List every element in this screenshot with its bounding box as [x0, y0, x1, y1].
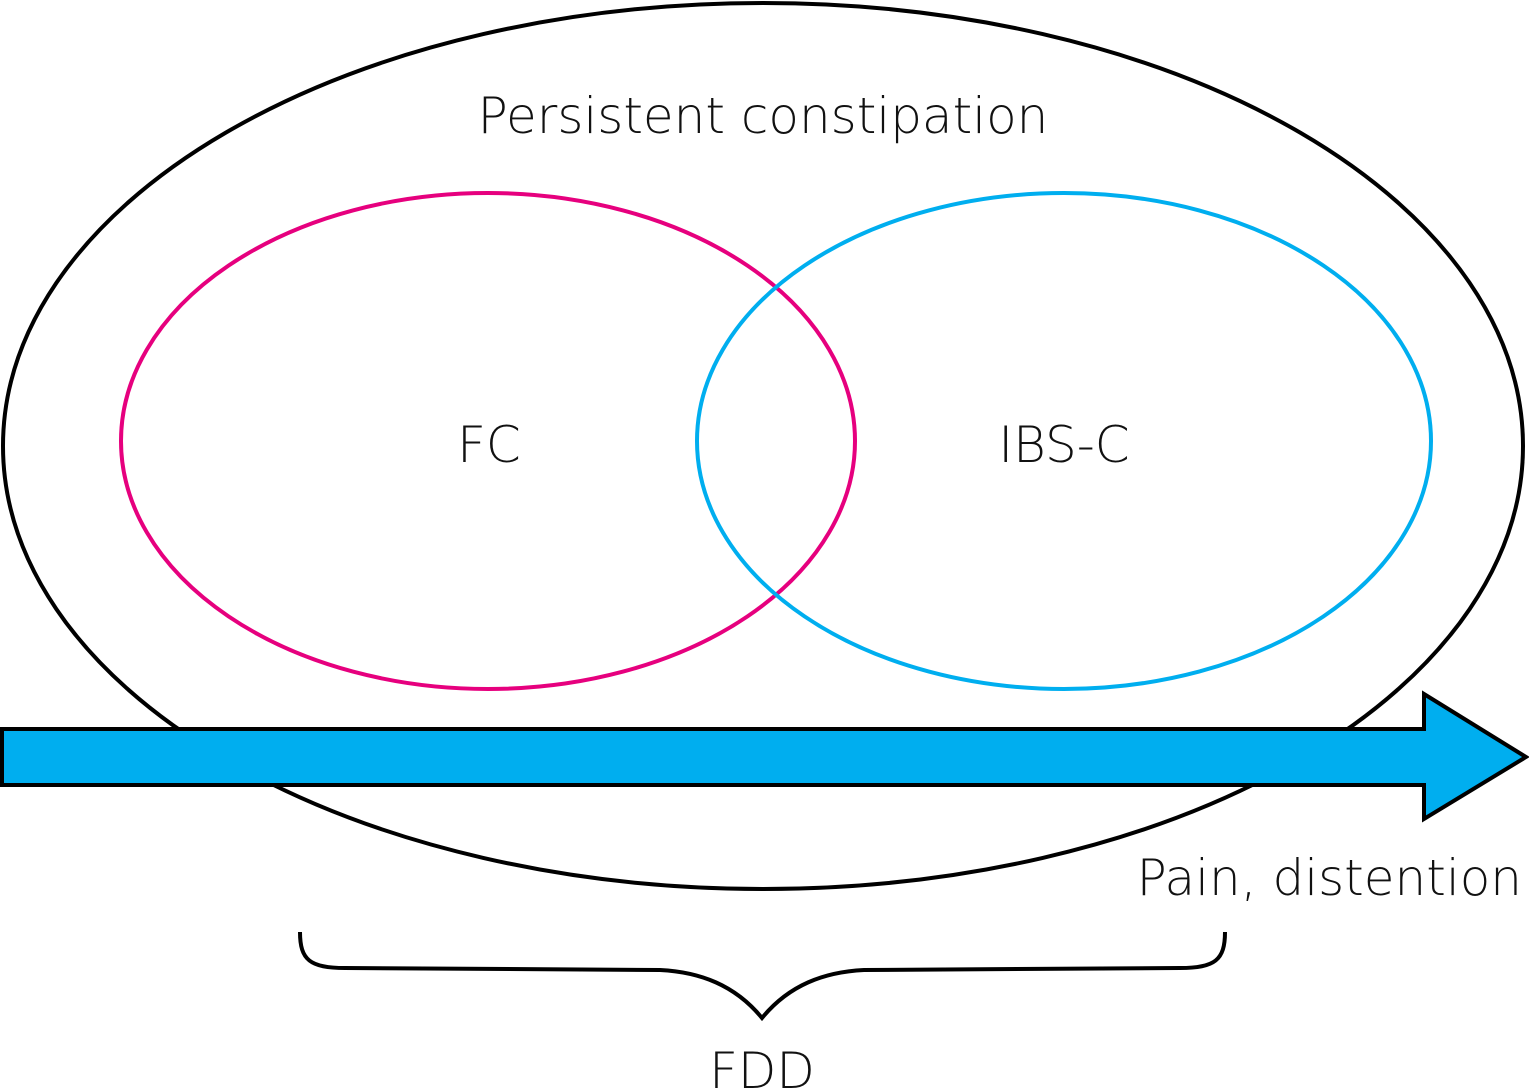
ibs-c-ellipse	[695, 191, 1433, 691]
fdd-label: FDD	[709, 1042, 815, 1092]
fdd-brace	[298, 931, 1227, 1022]
fc-ellipse	[119, 191, 857, 691]
pain-distention-label: Pain, distention	[1137, 849, 1522, 907]
fc-label: FC	[457, 416, 521, 474]
persistent-constipation-label: Persistent constipation	[478, 87, 1049, 145]
pain-distention-arrow	[0, 690, 1529, 823]
ibs-c-label: IBS-C	[998, 416, 1129, 474]
persistent-constipation-ellipse	[1, 1, 1525, 891]
